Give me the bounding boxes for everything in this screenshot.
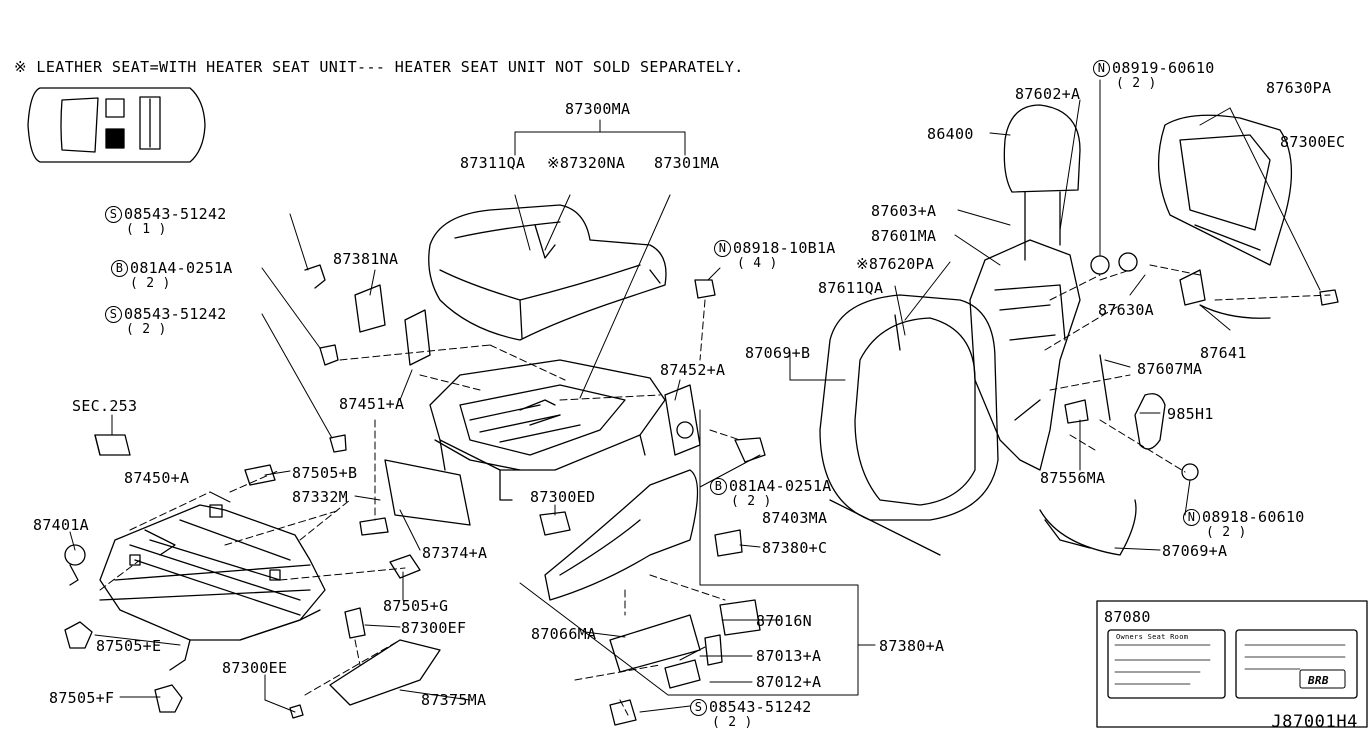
nut-tag-icon: N — [714, 240, 731, 257]
label-87505E[interactable]: 87505+E — [96, 637, 162, 655]
diagram-code: J87001H4 — [1271, 712, 1358, 732]
label-87505G[interactable]: 87505+G — [383, 597, 449, 615]
label-87630A[interactable]: 87630A — [1098, 301, 1154, 319]
nut-tag-icon: N — [1093, 60, 1110, 77]
bolt-tag-icon: B — [710, 478, 727, 495]
label-87601MA[interactable]: 87601MA — [871, 227, 937, 245]
seat-cushion-drawing — [428, 204, 667, 341]
label-87080[interactable]: 87080 — [1104, 608, 1151, 626]
assembly-dashes — [99, 264, 1331, 716]
label-87611QA[interactable]: 87611QA — [818, 279, 884, 297]
label-87380C[interactable]: 87380+C — [762, 539, 828, 557]
label-87401A[interactable]: 87401A — [33, 516, 89, 534]
label-87069A[interactable]: 87069+A — [1162, 542, 1228, 560]
qty-08918-60610: ( 2 ) — [1206, 525, 1247, 540]
label-87320NA[interactable]: ※87320NA — [547, 154, 626, 172]
part-number: 08918-60610 — [1202, 508, 1305, 526]
screw-tag-icon: S — [105, 306, 122, 323]
part-number: 08919-60610 — [1112, 59, 1215, 77]
label-87451A[interactable]: 87451+A — [339, 395, 405, 413]
qty-081A4-0251A-a: ( 2 ) — [130, 276, 171, 291]
nut-tag-icon: N — [1183, 509, 1200, 526]
screw-tag-icon: S — [105, 206, 122, 223]
qty-08543-51242-b: ( 2 ) — [126, 322, 167, 337]
label-87450A[interactable]: 87450+A — [124, 469, 190, 487]
label-87300EF[interactable]: 87300EF — [401, 619, 467, 637]
qty-08918-10B1A: ( 4 ) — [737, 256, 778, 271]
inset-box — [1096, 600, 1368, 728]
label-985H1[interactable]: 985H1 — [1167, 405, 1214, 423]
car-locator-icon — [27, 87, 206, 163]
label-SEC253[interactable]: SEC.253 — [72, 397, 138, 415]
label-87332M[interactable]: 87332M — [292, 488, 348, 506]
label-87602A[interactable]: 87602+A — [1015, 85, 1081, 103]
part-number: 08543-51242 — [124, 305, 227, 323]
leader-lines — [69, 79, 1321, 713]
label-87069B[interactable]: 87069+B — [745, 344, 811, 362]
label-86400[interactable]: 86400 — [927, 125, 974, 143]
inset-card-logo: BRB — [1308, 674, 1329, 687]
label-87012A[interactable]: 87012+A — [756, 673, 822, 691]
qty-08543-51242-c: ( 2 ) — [712, 715, 753, 730]
label-87016N[interactable]: 87016N — [756, 612, 812, 630]
label-87630PA[interactable]: 87630PA — [1266, 79, 1332, 97]
note-text: ※ LEATHER SEAT=WITH HEATER SEAT UNIT--- … — [14, 58, 744, 76]
qty-08919-60610: ( 2 ) — [1116, 76, 1157, 91]
screw-tag-icon: S — [690, 699, 707, 716]
label-87300EC[interactable]: 87300EC — [1280, 133, 1346, 151]
label-87556MA[interactable]: 87556MA — [1040, 469, 1106, 487]
part-number: 081A4-0251A — [729, 477, 832, 495]
label-87403MA[interactable]: 87403MA — [762, 509, 828, 527]
label-87300EE[interactable]: 87300EE — [222, 659, 288, 677]
seat-track-drawing — [99, 504, 326, 671]
label-87381NA[interactable]: 87381NA — [333, 250, 399, 268]
label-87301MA[interactable]: 87301MA — [654, 154, 720, 172]
label-87375MA[interactable]: 87375MA — [421, 691, 487, 709]
part-number: 081A4-0251A — [130, 259, 233, 277]
label-87300ED[interactable]: 87300ED — [530, 488, 596, 506]
part-number: 08918-10B1A — [733, 239, 836, 257]
inset-card-title: Owners Seat Room — [1116, 633, 1189, 641]
label-87066MA[interactable]: 87066MA — [531, 625, 597, 643]
label-87603A[interactable]: 87603+A — [871, 202, 937, 220]
label-87374A[interactable]: 87374+A — [422, 544, 488, 562]
part-number: 08543-51242 — [709, 698, 812, 716]
bolt-tag-icon: B — [111, 260, 128, 277]
label-87452A[interactable]: 87452+A — [660, 361, 726, 379]
label-87505B[interactable]: 87505+B — [292, 464, 358, 482]
label-87607MA[interactable]: 87607MA — [1137, 360, 1203, 378]
label-87620PA[interactable]: ※87620PA — [856, 255, 935, 273]
label-87300MA[interactable]: 87300MA — [565, 100, 631, 118]
seatback-drawing — [819, 104, 1339, 556]
cushion-frame-drawing — [429, 359, 666, 501]
label-87380A[interactable]: 87380+A — [879, 637, 945, 655]
label-87311QA[interactable]: 87311QA — [460, 154, 526, 172]
label-87013A[interactable]: 87013+A — [756, 647, 822, 665]
label-87505F[interactable]: 87505+F — [49, 689, 115, 707]
part-number: 08543-51242 — [124, 205, 227, 223]
small-parts — [64, 264, 941, 726]
qty-081A4-0251A-b: ( 2 ) — [731, 494, 772, 509]
qty-08543-51242-a: ( 1 ) — [126, 222, 167, 237]
label-87641[interactable]: 87641 — [1200, 344, 1247, 362]
